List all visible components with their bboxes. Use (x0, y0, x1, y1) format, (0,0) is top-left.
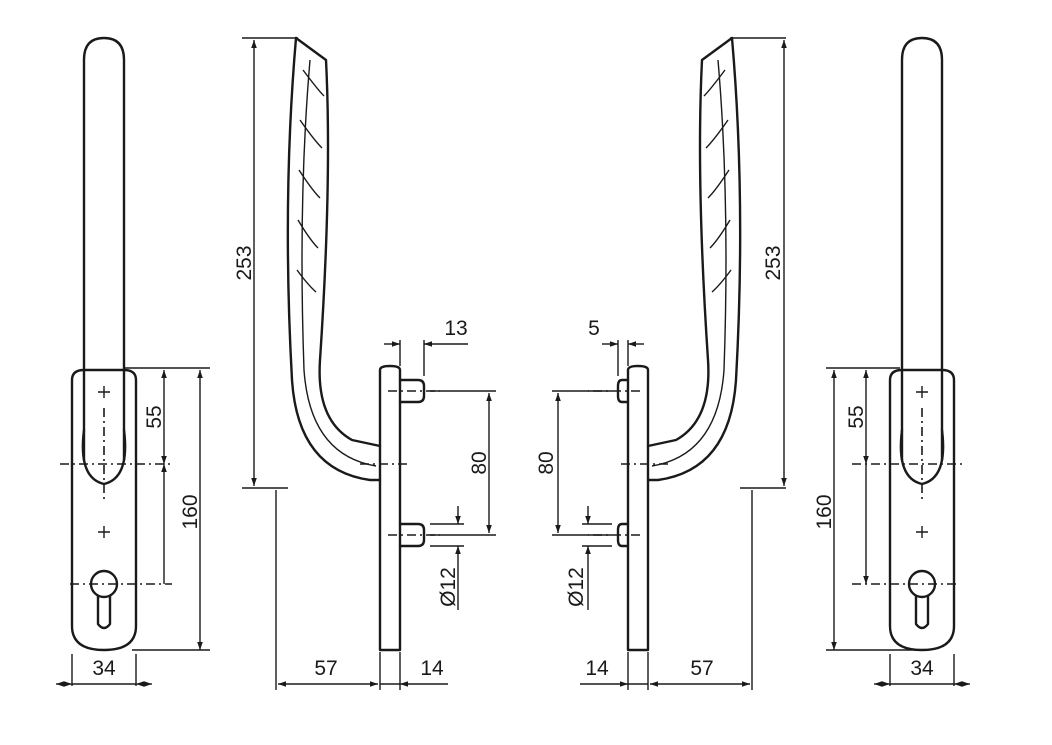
dim-34-left: 34 (92, 657, 116, 680)
front-view-right: 55 160 34 (813, 36, 970, 687)
dim-253-left: 253 (233, 245, 256, 280)
dim-57-right: 57 (690, 657, 713, 680)
dim-160-right: 160 (813, 494, 836, 529)
dim-160-left: 160 (179, 494, 202, 529)
side-view-right-labels: 253 5 80 Ø12 14 57 (535, 245, 785, 680)
dim-55-right: 55 (845, 405, 868, 428)
dim-80-left: 80 (468, 451, 491, 474)
side-view-left: 253 13 80 Ø12 57 14 (233, 36, 496, 690)
front-view-left: 55 160 34 (56, 36, 210, 687)
dim-14-left: 14 (420, 657, 444, 680)
dim-14-right: 14 (585, 657, 609, 680)
dim-13: 13 (444, 317, 467, 340)
dim-80-right: 80 (535, 451, 558, 474)
dim-34-right: 34 (910, 657, 934, 680)
dim-diameter-left: Ø12 (437, 567, 460, 607)
dim-5: 5 (588, 317, 600, 340)
dim-55-left: 55 (143, 405, 166, 428)
dim-57-left: 57 (314, 657, 337, 680)
dim-diameter-right: Ø12 (565, 567, 588, 607)
side-view-right (552, 36, 787, 690)
dim-253-right: 253 (762, 245, 785, 280)
